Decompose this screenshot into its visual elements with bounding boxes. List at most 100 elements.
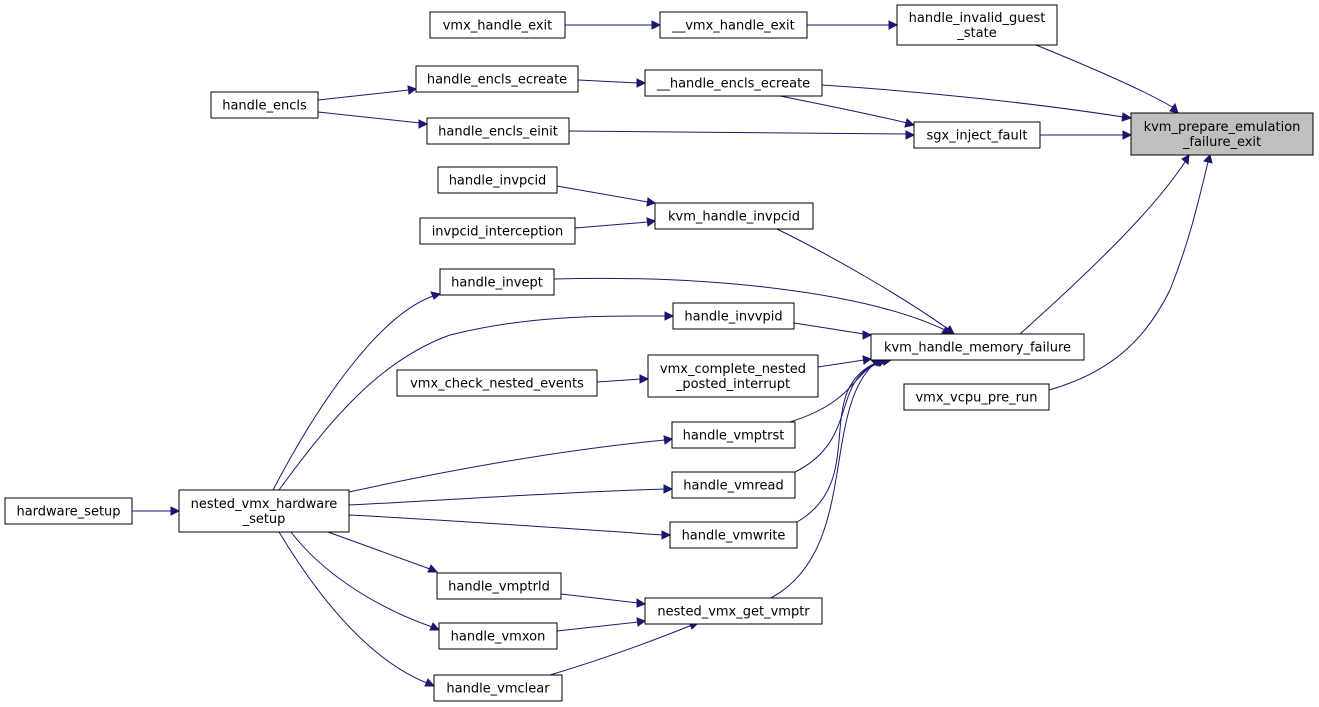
node-handle-vmwrite[interactable]: handle_vmwrite: [669, 521, 798, 549]
node-label: handle_vmclear: [446, 682, 550, 697]
node-box: [671, 471, 796, 499]
node-label: handle_vmptrld: [448, 580, 550, 595]
edge-line: [793, 322, 865, 335]
edge-nvh-vmwrite: [348, 514, 672, 540]
edge-hee-sgx: [779, 95, 916, 128]
node-vmx-check-nested-events[interactable]: vmx_check_nested_events: [396, 369, 598, 397]
edge-khi-mem: [776, 228, 955, 335]
edge-line: [549, 624, 693, 676]
node-handle-invalid-guest-state[interactable]: handle_invalid_guest_state: [896, 4, 1058, 46]
node-kvm-handle-invpcid[interactable]: kvm_handle_invpcid: [654, 202, 814, 230]
node-nested-vmx-hardware-setup[interactable]: nested_vmx_hardware_setup: [178, 489, 350, 533]
edge-arrowhead: [862, 330, 873, 340]
edge-he-hei: [317, 111, 429, 129]
node-box: [669, 521, 798, 549]
edge-nvh-vmxon: [290, 531, 441, 631]
node-box: [644, 597, 823, 625]
node-hardware-setup[interactable]: hardware_setup: [4, 497, 133, 525]
node-box: [4, 497, 133, 525]
edge-line: [1019, 161, 1186, 335]
edge-line: [789, 360, 886, 423]
node-handle-vmread[interactable]: handle_vmread: [671, 471, 796, 499]
edge-hw-nvh: [132, 506, 181, 516]
node-box: [1130, 112, 1314, 156]
edge-arrowhead: [639, 374, 650, 384]
node-box: [671, 421, 796, 449]
edge-arrowhead: [888, 20, 899, 30]
edge-hei-sgx: [568, 130, 916, 140]
node-label: handle_encls: [222, 99, 307, 114]
edge-line: [779, 95, 908, 124]
node-handle-invpcid[interactable]: handle_invpcid: [437, 166, 558, 194]
node-box: [426, 117, 570, 145]
edge-arrowhead: [407, 85, 418, 95]
node-box: [429, 11, 566, 39]
edge-ic-khi: [574, 217, 657, 229]
edge-nvh-hiv: [278, 311, 675, 491]
edge-line: [290, 531, 433, 628]
node-label: kvm_prepare_emulation: [1144, 120, 1301, 135]
node-handle-encls-ecreate[interactable]: handle_encls_ecreate: [415, 65, 579, 93]
node-handle-invept[interactable]: handle_invept: [439, 268, 555, 296]
node-label: handle_invept: [451, 276, 543, 291]
node-handle-vmclear[interactable]: handle_vmclear: [433, 674, 563, 702]
node-handle-vmptrst[interactable]: handle_vmptrst: [671, 421, 796, 449]
edge-line: [317, 89, 410, 101]
node-label: kvm_handle_invpcid: [668, 210, 800, 225]
edge-hiv-mem: [793, 322, 873, 340]
node-invpcid-interception[interactable]: invpcid_interception: [419, 217, 576, 245]
edge-line: [794, 361, 881, 473]
edge-line: [348, 514, 664, 536]
node-label: vmx_check_nested_events: [410, 377, 584, 392]
node-box: [178, 489, 350, 533]
node-label: invpcid_interception: [432, 225, 564, 240]
node-label: _failure_exit: [1182, 135, 1261, 150]
node-vmx-handle-exit[interactable]: __vmx_handle_exit: [659, 11, 808, 39]
node-vmx-vcpu-pre-run[interactable]: vmx_vcpu_pre_run: [903, 383, 1050, 411]
node-vmx-handle-exit[interactable]: vmx_handle_exit: [429, 11, 566, 39]
node-label: kvm_handle_memory_failure: [884, 341, 1071, 356]
node-handle-encls-ecreate[interactable]: __handle_encls_ecreate: [644, 69, 823, 97]
node-sgx-inject-fault[interactable]: sgx_inject_fault: [913, 121, 1041, 149]
edge-arrowhead: [1203, 154, 1213, 164]
edge-arrowhead: [636, 617, 647, 627]
node-handle-invvpid[interactable]: handle_invvpid: [672, 302, 795, 330]
node-label: nested_vmx_get_vmptr: [657, 605, 810, 620]
edge-arrowhead: [646, 197, 657, 207]
edge-line: [796, 361, 879, 523]
edge-line: [348, 488, 666, 506]
edge-vcne-vcn: [596, 374, 650, 384]
node-label: vmx_handle_exit: [443, 19, 553, 34]
node-label: handle_vmptrst: [683, 429, 785, 444]
edge-line: [278, 315, 667, 491]
edge-line: [568, 130, 908, 135]
node-kvm-handle-memory-failure[interactable]: kvm_handle_memory_failure: [870, 333, 1085, 361]
node-handle-encls[interactable]: handle_encls: [210, 91, 319, 119]
edge-line: [278, 531, 428, 684]
edge-line: [817, 359, 865, 368]
edge-arrowhead: [418, 119, 429, 129]
node-vmx-complete-nested[interactable]: vmx_complete_nested_posted_interrupt: [647, 354, 819, 398]
edge-vmclear-gv: [549, 621, 700, 676]
node-box: [672, 302, 795, 330]
node-handle-vmptrld[interactable]: handle_vmptrld: [436, 572, 562, 600]
node-nested-vmx-get-vmptr[interactable]: nested_vmx_get_vmptr: [644, 597, 823, 625]
edge-nvh-vmclear: [278, 531, 436, 687]
node-box: [415, 65, 579, 93]
node-handle-encls-einit[interactable]: handle_encls_einit: [426, 117, 570, 145]
edge-vhe-hig: [807, 20, 899, 30]
edge-line: [560, 593, 639, 604]
node-handle-vmxon[interactable]: handle_vmxon: [438, 622, 558, 650]
edge-arrowhead: [661, 530, 672, 540]
node-label: _setup: [242, 512, 286, 527]
node-box: [659, 11, 808, 39]
edge-vh-vhe: [565, 20, 662, 30]
node-label: vmx_complete_nested: [660, 362, 806, 377]
node-label: vmx_vcpu_pre_run: [915, 391, 1037, 406]
edge-arrowhead: [862, 355, 873, 365]
edge-arrowhead: [430, 291, 442, 300]
edge-arrowhead: [905, 130, 916, 140]
edge-arrowhead: [429, 622, 441, 631]
node-box: [913, 121, 1041, 149]
